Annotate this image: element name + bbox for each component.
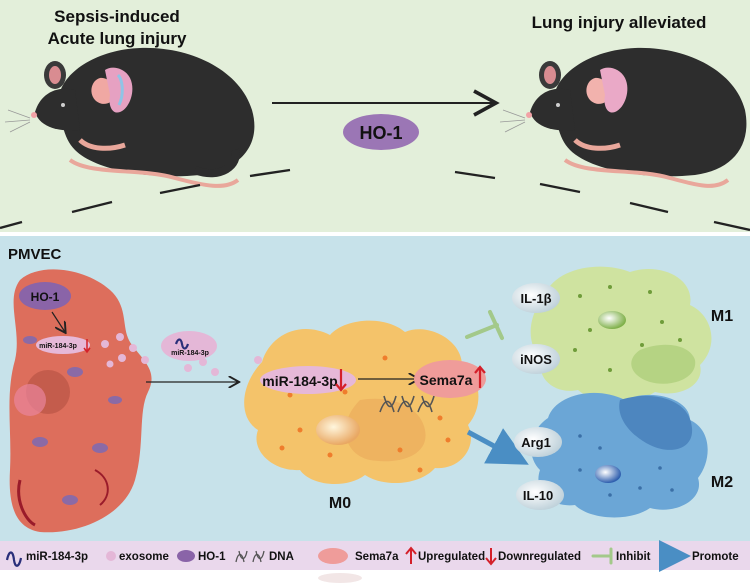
m2-marker-2-label: IL-10 xyxy=(523,488,553,503)
legend-up-arrow-icon xyxy=(405,546,417,564)
exosome-with-mirna xyxy=(161,331,217,361)
healthy-mouse-illustration xyxy=(499,47,747,188)
left-title-line2: Acute lung injury xyxy=(48,29,187,48)
legend-down-arrow-icon xyxy=(485,548,497,566)
m2-marker-2-bubble xyxy=(516,480,564,510)
m0-nucleus xyxy=(316,415,360,445)
legend-label-5: Upregulated xyxy=(418,551,485,563)
legend-label-2: HO-1 xyxy=(198,551,226,563)
m1-marker-1-bubble xyxy=(512,283,560,313)
m0-label: M0 xyxy=(329,495,351,512)
legend-label-4: Sema7a xyxy=(355,551,399,563)
m1-nucleus xyxy=(598,311,626,329)
m1-marker-1-label: IL-1β xyxy=(520,291,551,306)
m2-marker-1-label: Arg1 xyxy=(521,435,551,450)
m0-mirna-label: miR-184-3p xyxy=(262,373,337,389)
right-title: Lung injury alleviated xyxy=(532,13,707,32)
legend-mirna-squiggle-icon xyxy=(5,551,23,567)
legend-inhibit-icon xyxy=(591,547,613,565)
inhibit-to-m1-icon xyxy=(465,310,504,340)
legend-background xyxy=(0,541,750,570)
legend-label-3: DNA xyxy=(269,551,294,563)
ho1-to-mirna-arrow xyxy=(51,311,65,332)
ho1-treatment-label: HO-1 xyxy=(359,123,402,143)
legend-sema7a-ellipse-icon xyxy=(318,548,348,564)
m2-macrophage xyxy=(531,392,708,518)
m1-label: M1 xyxy=(711,308,733,325)
sema7a-marker xyxy=(414,360,486,398)
m2-nucleus xyxy=(595,465,621,483)
m0-mirna-marker xyxy=(260,366,356,394)
legend-label-8: Promote xyxy=(692,551,739,563)
m1-macrophage xyxy=(530,266,712,402)
legend-ho1-ellipse-icon xyxy=(177,550,195,562)
legend-label-6: Downregulated xyxy=(498,551,581,563)
m0-dna-helix-icon xyxy=(379,395,435,413)
cell-ho1-label: HO-1 xyxy=(31,290,60,304)
cell-mirna-label: miR-184-3p xyxy=(39,343,77,350)
legend-dna-helix-icon xyxy=(235,550,265,563)
m0-macrophage xyxy=(244,320,479,485)
cell-ho1-marker xyxy=(19,282,71,310)
promote-to-m2-arrow xyxy=(466,428,529,465)
legend-exosome-dot-icon xyxy=(106,551,116,561)
legend-label-7: Inhibit xyxy=(616,551,651,563)
exosome-mirna-label: miR-184-3p xyxy=(171,350,209,357)
zoom-perspective-dashes xyxy=(0,168,750,232)
bottom-smudge xyxy=(318,573,362,583)
legend: miR-184-3p exosome HO-1 DNA Sema7a Upreg… xyxy=(5,540,739,572)
m1-marker-2-bubble xyxy=(512,344,560,374)
pmvec-cell xyxy=(9,269,152,533)
left-title-line1: Sepsis-induced xyxy=(54,7,180,26)
m2-label: M2 xyxy=(711,474,733,491)
sick-mouse-illustration xyxy=(4,47,255,188)
legend-label-1: exosome xyxy=(119,551,169,563)
pmvec-label: PMVEC xyxy=(8,246,62,263)
m1-marker-2-label: iNOS xyxy=(520,352,552,367)
exosome-mirna-squiggle-icon xyxy=(174,338,190,350)
sema7a-label: Sema7a xyxy=(420,372,473,388)
cell-mirna-marker xyxy=(36,336,90,354)
ho1-treatment-badge xyxy=(343,114,419,150)
m2-marker-1-bubble xyxy=(514,427,562,457)
legend-label-0: miR-184-3p xyxy=(26,551,88,563)
